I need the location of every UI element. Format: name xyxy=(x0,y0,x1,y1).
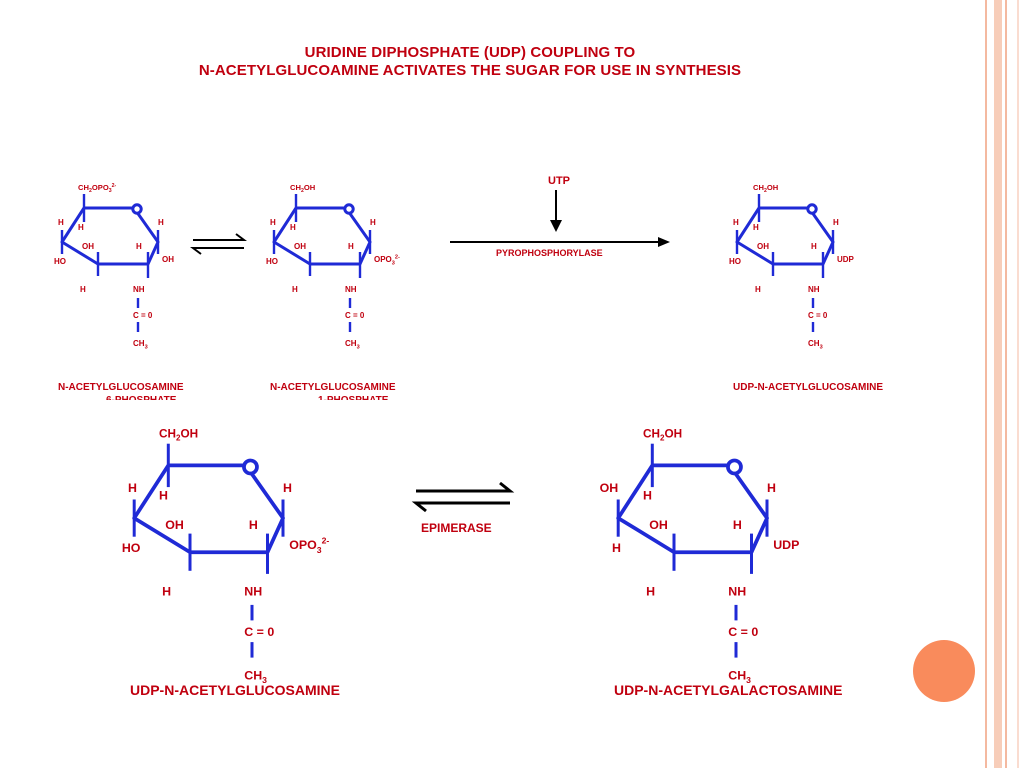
c3-oh-label: OH xyxy=(757,242,769,251)
c1-h-label: H xyxy=(833,218,839,227)
structure-caption: UDP-N-ACETYLGLUCOSAMINE xyxy=(130,682,340,698)
nh-label: NH xyxy=(728,585,746,599)
carbonyl-label: C = 0 xyxy=(808,311,828,320)
c3-h-label: H xyxy=(755,285,761,294)
c1-h-label: H xyxy=(283,481,292,495)
c4-top-label: H xyxy=(733,218,739,227)
c2-h-label: H xyxy=(136,242,142,251)
ring-oxygen xyxy=(806,203,818,215)
c4-top-label: H xyxy=(58,218,64,227)
structure-s1: CH2OPO32- H H H HO OH H H OH NH C = 0 CH3 xyxy=(54,183,174,350)
equilibrium-arrow-top xyxy=(190,233,247,255)
methyl-label: CH3 xyxy=(728,668,751,685)
c6-group-label: CH2OH xyxy=(643,428,682,443)
c2-h-label: H xyxy=(348,242,354,251)
carbonyl-label: C = 0 xyxy=(728,625,758,639)
utp-label: UTP xyxy=(548,175,570,187)
pyrophosphorylase-label: PYROPHOSPHORYLASE xyxy=(496,248,603,258)
nh-label: NH xyxy=(345,285,357,294)
c5-h-label: H xyxy=(159,489,168,503)
pyranose-ring xyxy=(60,206,160,266)
epimerase-label: EPIMERASE xyxy=(421,521,492,535)
pyrophosphorylase-arrow: PYROPHOSPHORYLASE xyxy=(450,237,670,258)
c4-left-label: HO xyxy=(54,257,66,266)
c4-left-label: HO xyxy=(729,257,741,266)
c3-oh-label: OH xyxy=(649,518,668,532)
pyranose-ring xyxy=(132,463,285,555)
c4-top-label: H xyxy=(128,481,137,495)
pyranose-ring xyxy=(616,463,769,555)
c6-group-label: CH2OH xyxy=(290,183,315,194)
c4-top-label: OH xyxy=(600,481,619,495)
slide-border xyxy=(980,0,1024,768)
equilibrium-arrow-bottom: EPIMERASE xyxy=(411,481,515,535)
structure-caption: UDP-N-ACETYLGLUCOSAMINE xyxy=(733,382,883,393)
c3-oh-label: OH xyxy=(294,242,306,251)
caption-mask xyxy=(40,400,440,414)
c5-h-label: H xyxy=(290,223,296,232)
nh-label: NH xyxy=(808,285,820,294)
c1-substituent-label: OH xyxy=(162,255,174,264)
structure-s2: CH2OH H H H HO OH H H OPO32- NH C = 0 CH3 xyxy=(266,183,400,350)
c1-h-label: H xyxy=(158,218,164,227)
c4-left-label: HO xyxy=(266,257,278,266)
c1-substituent-label: OPO32- xyxy=(374,254,400,266)
structure-caption: N-ACETYLGLUCOSAMINE xyxy=(58,382,184,393)
ring-oxygen xyxy=(242,458,259,476)
c6-group-label: CH2OH xyxy=(753,183,778,194)
structure-s3: CH2OH H H H HO OH H H UDP NH C = 0 CH3 xyxy=(729,183,855,350)
title-line-2: N-ACETYLGLUCOAMINE ACTIVATES THE SUGAR F… xyxy=(198,62,742,79)
carbonyl-label: C = 0 xyxy=(345,311,365,320)
ring-oxygen xyxy=(343,203,355,215)
c2-h-label: H xyxy=(811,242,817,251)
carbonyl-label: C = 0 xyxy=(133,311,153,320)
methyl-label: CH3 xyxy=(345,339,360,350)
c6-group-label: CH2OH xyxy=(159,428,198,443)
c5-h-label: H xyxy=(78,223,84,232)
slide-title: URIDINE DIPHOSPHATE (UDP) COUPLING TO N-… xyxy=(150,44,790,80)
utp-down-arrow: UTP xyxy=(548,175,570,232)
c3-h-label: H xyxy=(646,585,655,599)
pyranose-ring xyxy=(735,206,835,266)
structure-s4: CH2OH H H H HO OH H H OPO32- NH C = 0 CH3 xyxy=(122,428,330,686)
methyl-label: CH3 xyxy=(133,339,148,350)
nh-label: NH xyxy=(244,585,262,599)
c1-substituent-label: UDP xyxy=(773,538,799,552)
carbonyl-label: C = 0 xyxy=(244,625,274,639)
c3-h-label: H xyxy=(80,285,86,294)
c1-h-label: H xyxy=(767,481,776,495)
pyranose-ring xyxy=(272,206,372,266)
c1-h-label: H xyxy=(370,218,376,227)
c2-h-label: H xyxy=(733,518,742,532)
c3-oh-label: OH xyxy=(165,518,184,532)
structure-s5: CH2OH H H OH H OH H H UDP NH C = 0 CH3 xyxy=(600,428,800,686)
nh-label: NH xyxy=(133,285,145,294)
methyl-label: CH3 xyxy=(244,668,267,685)
c2-h-label: H xyxy=(249,518,258,532)
accent-dot xyxy=(913,640,975,702)
ring-oxygen xyxy=(131,203,143,215)
c4-left-label: HO xyxy=(122,541,141,555)
methyl-label: CH3 xyxy=(808,339,823,350)
c3-h-label: H xyxy=(162,585,171,599)
structure-caption: N-ACETYLGLUCOSAMINE xyxy=(270,382,396,393)
c4-left-label: H xyxy=(612,541,621,555)
ring-oxygen xyxy=(726,458,743,476)
title-line-1: URIDINE DIPHOSPHATE (UDP) COUPLING TO xyxy=(304,44,636,61)
c3-h-label: H xyxy=(292,285,298,294)
structure-caption: UDP-N-ACETYLGALACTOSAMINE xyxy=(614,682,842,698)
c6-group-label: CH2OPO32- xyxy=(78,183,117,194)
c1-substituent-label: OPO32- xyxy=(289,536,329,555)
c4-top-label: H xyxy=(270,218,276,227)
c5-h-label: H xyxy=(753,223,759,232)
c5-h-label: H xyxy=(643,489,652,503)
c3-oh-label: OH xyxy=(82,242,94,251)
c1-substituent-label: UDP xyxy=(837,255,855,264)
